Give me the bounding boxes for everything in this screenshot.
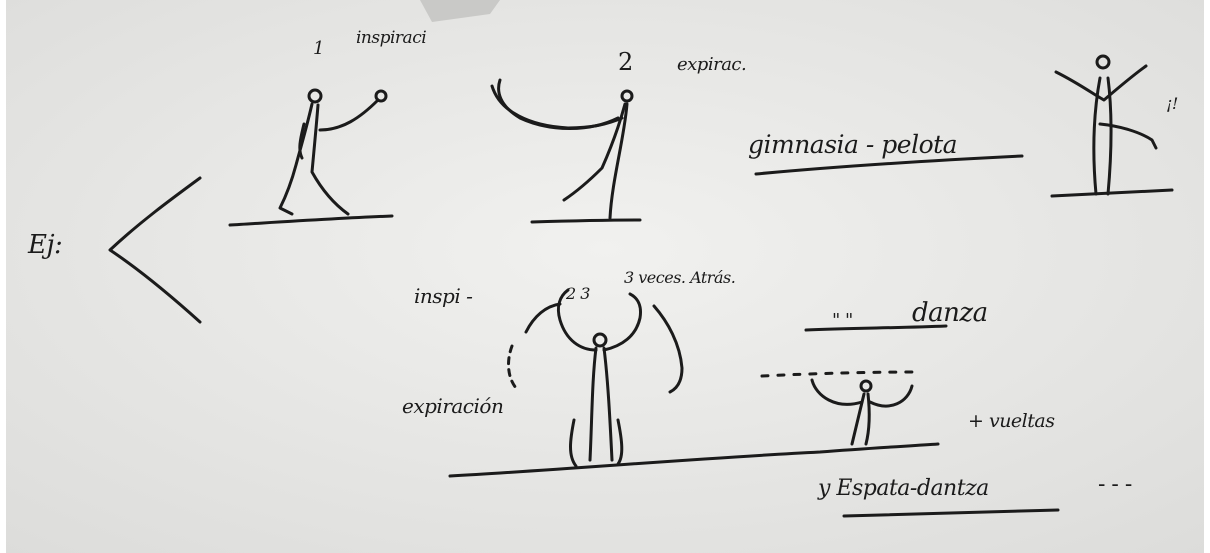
danza-dots: " " — [832, 312, 853, 330]
trailing-dashes: - - - — [1098, 474, 1132, 496]
vueltas-label: + vueltas — [968, 412, 1054, 431]
step-one-number: 1 — [313, 40, 324, 58]
espata-label: y Espata-dantza — [818, 478, 989, 500]
arm-marks: 2 3 — [566, 286, 590, 302]
pelota-exclaim: ¡! — [1166, 96, 1178, 112]
ej-label: Ej: — [28, 232, 62, 258]
inspi-label: inspi - — [414, 286, 472, 306]
expiracion-label: expiración — [402, 396, 503, 416]
step-two-label: expirac. — [677, 56, 746, 74]
veces-label: 3 veces. Atrás. — [624, 270, 735, 286]
step-two-number: 2 — [618, 50, 633, 74]
pelota-label: gimnasia - pelota — [748, 132, 957, 157]
danza-label: danza — [912, 300, 988, 326]
step-one-label: inspiraci — [356, 30, 426, 47]
